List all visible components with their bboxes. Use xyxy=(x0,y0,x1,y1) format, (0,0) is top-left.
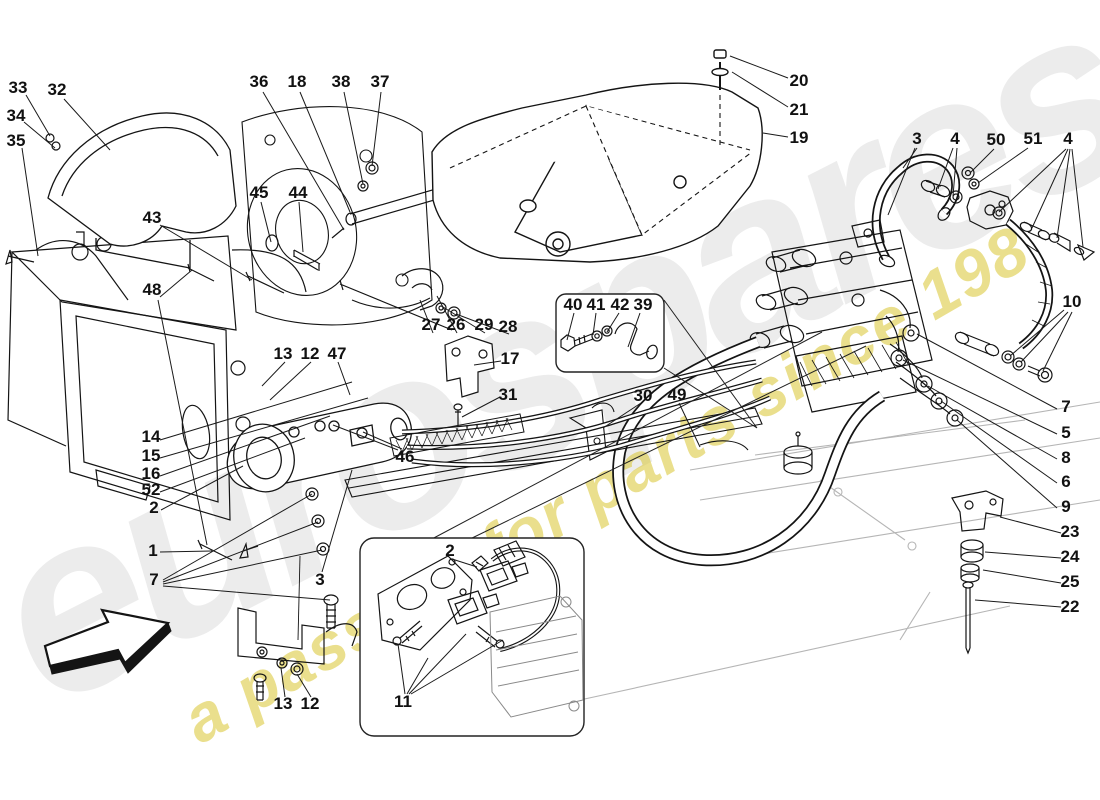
callout-47: 47 xyxy=(327,344,347,363)
hose-3-and-fittings xyxy=(871,153,1096,350)
callout-16: 16 xyxy=(141,464,161,483)
clutch-actuator xyxy=(226,402,413,493)
chassis-frame-lines xyxy=(579,401,1100,701)
callout-9: 9 xyxy=(1061,497,1071,516)
leader-lines xyxy=(21,55,1084,698)
callout-15: 15 xyxy=(141,446,161,465)
callout-40: 40 xyxy=(563,295,583,314)
callout-5: 5 xyxy=(1061,423,1071,442)
callout-7: 7 xyxy=(149,570,159,589)
inset-box-1 xyxy=(555,293,758,429)
callout-48: 48 xyxy=(142,280,162,299)
callout-51: 51 xyxy=(1023,129,1043,148)
callout-42: 42 xyxy=(610,295,630,314)
callout-12: 12 xyxy=(300,694,320,713)
callout-29: 29 xyxy=(474,315,494,334)
lower-bracket xyxy=(237,607,358,701)
callout-33: 33 xyxy=(8,78,28,97)
callout-45: 45 xyxy=(249,183,269,202)
callout-43: 43 xyxy=(142,208,162,227)
callout-2: 2 xyxy=(445,541,455,560)
callout-30: 30 xyxy=(633,386,653,405)
bracket-17 xyxy=(444,335,495,426)
callout-10: 10 xyxy=(1062,292,1082,311)
callout-31: 31 xyxy=(498,385,518,404)
mounts-right xyxy=(783,431,1004,655)
callout-18: 18 xyxy=(287,72,307,91)
callout-28: 28 xyxy=(498,317,518,336)
callout-13: 13 xyxy=(273,344,293,363)
callout-36: 36 xyxy=(249,72,269,91)
callout-27: 27 xyxy=(421,315,441,334)
callout-34: 34 xyxy=(6,106,26,125)
callout-7: 7 xyxy=(1061,397,1071,416)
callout-4: 4 xyxy=(1063,129,1073,148)
callout-20: 20 xyxy=(789,71,809,90)
callout-44: 44 xyxy=(288,183,308,202)
callout-26: 26 xyxy=(446,315,466,334)
hose-49 xyxy=(612,336,886,567)
callout-22: 22 xyxy=(1060,597,1080,616)
callout-1: 1 xyxy=(148,541,158,560)
callout-3: 3 xyxy=(315,570,325,589)
callout-17: 17 xyxy=(500,349,520,368)
callout-25: 25 xyxy=(1060,572,1080,591)
callout-14: 14 xyxy=(141,427,161,446)
fastener-column-7 xyxy=(239,487,339,641)
callout-23: 23 xyxy=(1060,522,1080,541)
callout-50: 50 xyxy=(986,130,1006,149)
callout-52: 52 xyxy=(141,480,161,499)
direction-arrow xyxy=(43,608,172,675)
callout-8: 8 xyxy=(1061,448,1071,467)
callout-41: 41 xyxy=(586,295,606,314)
callout-19: 19 xyxy=(789,128,809,147)
callout-32: 32 xyxy=(47,80,67,99)
callout-12: 12 xyxy=(300,344,320,363)
callout-2: 2 xyxy=(149,498,159,517)
callout-39: 39 xyxy=(633,295,653,314)
callout-6: 6 xyxy=(1061,472,1071,491)
cover-32 xyxy=(47,112,237,269)
callout-37: 37 xyxy=(370,72,390,91)
hydraulic-power-unit xyxy=(749,219,1053,427)
callout-11: 11 xyxy=(394,692,412,711)
callout-49: 49 xyxy=(667,385,687,404)
callout-38: 38 xyxy=(331,72,351,91)
callout-4: 4 xyxy=(950,129,960,148)
callout-3: 3 xyxy=(912,129,922,148)
callout-46: 46 xyxy=(395,447,415,466)
callout-24: 24 xyxy=(1060,547,1080,566)
bell-housing xyxy=(241,106,433,326)
callout-21: 21 xyxy=(789,100,809,119)
callout-13: 13 xyxy=(273,694,293,713)
callout-35: 35 xyxy=(6,131,26,150)
heat-shield-19 xyxy=(431,49,763,263)
